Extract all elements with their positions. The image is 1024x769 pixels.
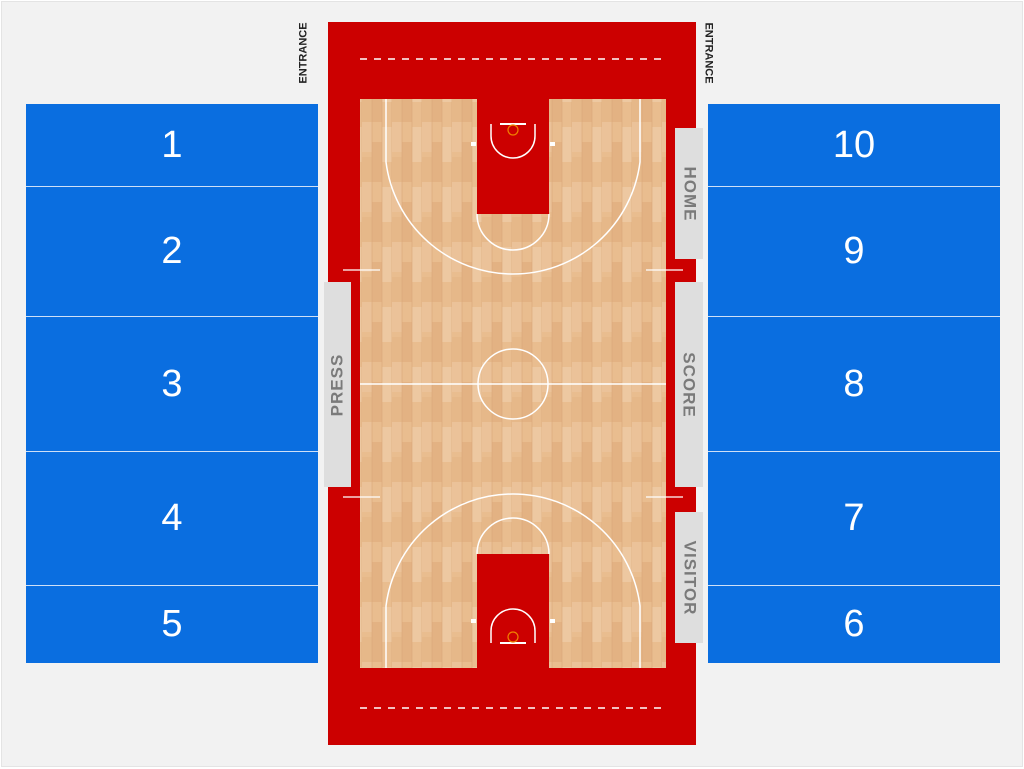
score-table-panel: SCORE — [675, 282, 703, 487]
top-free-throw-arc — [476, 213, 550, 251]
top-paint — [477, 99, 549, 214]
press-label: PRESS — [327, 353, 347, 416]
section-3[interactable]: 3 — [26, 316, 318, 451]
home-bench-panel: HOME — [675, 128, 703, 259]
section-9[interactable]: 9 — [708, 186, 1000, 316]
section-5[interactable]: 5 — [26, 585, 318, 663]
score-label: SCORE — [680, 351, 699, 418]
home-label: HOME — [680, 166, 699, 221]
press-panel: PRESS — [324, 282, 351, 487]
bottom-three-point-arc — [385, 493, 641, 668]
bottom-paint — [477, 554, 549, 668]
entrance-left-label: ENTRANCE — [297, 22, 310, 84]
top-three-point-arc — [385, 99, 641, 275]
top-rim — [507, 124, 519, 136]
section-7[interactable]: 7 — [708, 451, 1000, 585]
bottom-rim — [507, 631, 519, 643]
section-10[interactable]: 10 — [708, 104, 1000, 186]
center-circle — [477, 348, 549, 420]
entrance-right-label: ENTRANCE — [702, 22, 715, 84]
section-8[interactable]: 8 — [708, 316, 1000, 451]
top-restricted-arc — [490, 124, 536, 159]
section-1[interactable]: 1 — [26, 104, 318, 186]
bottom-restricted-arc — [490, 608, 536, 643]
visitor-label: VISITOR — [680, 540, 700, 615]
section-4[interactable]: 4 — [26, 451, 318, 585]
bottom-free-throw-arc — [476, 517, 550, 555]
section-6[interactable]: 6 — [708, 585, 1000, 663]
section-2[interactable]: 2 — [26, 186, 318, 316]
visitor-bench-panel: VISITOR — [675, 512, 703, 643]
